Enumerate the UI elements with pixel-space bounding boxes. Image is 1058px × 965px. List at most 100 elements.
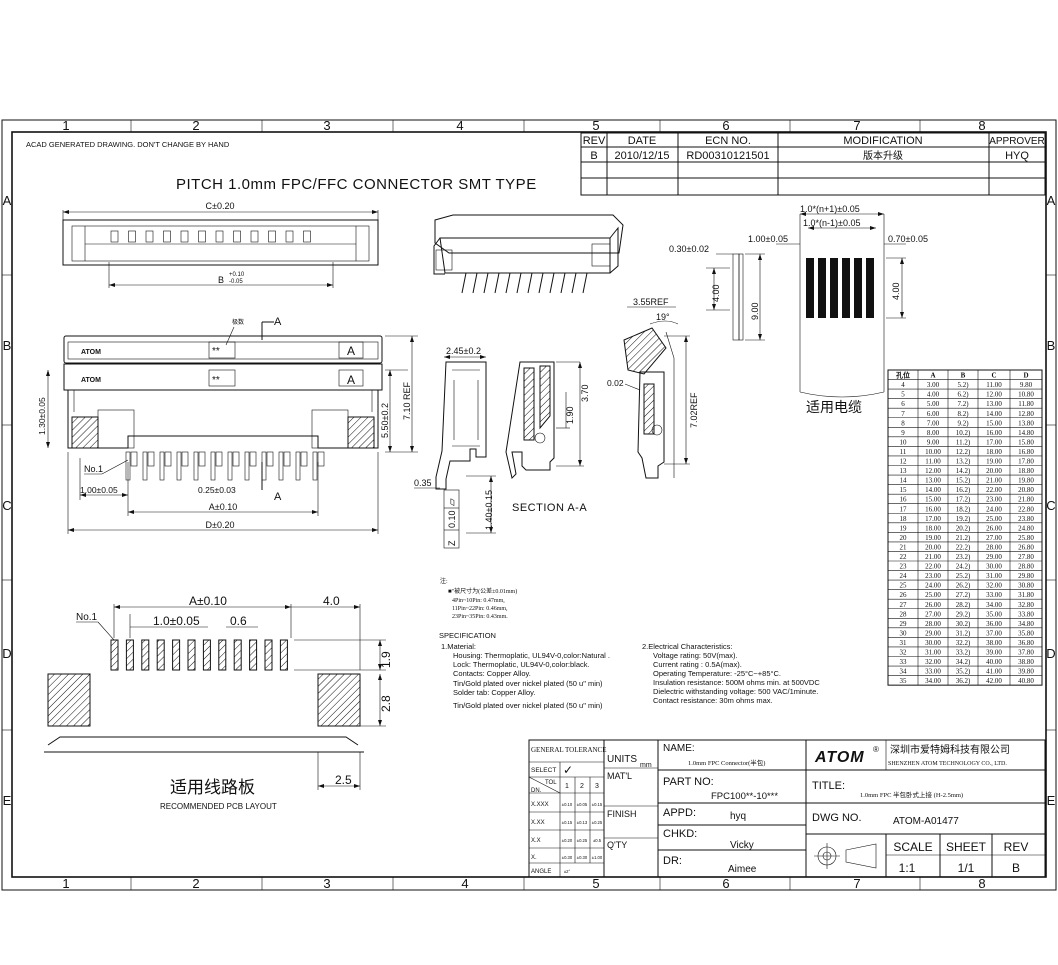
matl-label: MAT'L xyxy=(607,771,632,781)
name-value: 1.0mm FPC Connector(半包) xyxy=(688,758,765,767)
dim-b-tol-upper: +0.10 xyxy=(229,272,245,278)
pin-table-cell: 24.00 xyxy=(925,582,941,590)
chkd-label: CHKD: xyxy=(663,828,697,840)
tol-dn-label: DN. xyxy=(531,788,542,794)
dim-pcb-pitch: 1.0±0.05 xyxy=(153,614,200,628)
front-view-pin-foot xyxy=(181,451,189,467)
front-view-pin xyxy=(295,451,301,481)
pin-table-cell: 25.00 xyxy=(986,515,1002,523)
tol-row-label: ANGLE xyxy=(531,869,551,875)
dim-side-foot: 0.35 xyxy=(414,478,432,488)
pin-table-cell: 6.2) xyxy=(957,391,969,399)
sheet-value: 1/1 xyxy=(958,861,975,875)
pin-table-cell: 26.00 xyxy=(925,601,941,609)
dr-value: Aimee xyxy=(728,864,757,875)
front-view-pin xyxy=(244,451,250,481)
pcb-layout-view: A±0.10 4.0 No.1 1.0±0.05 0.6 1.9 2.8 2.5… xyxy=(44,594,393,811)
tol-row-value: ±0.25 xyxy=(592,820,603,825)
pin-table-cell: 40.80 xyxy=(1018,677,1034,685)
spec-material-3: Contacts: Copper Alloy. xyxy=(453,669,531,678)
pcb-pad xyxy=(187,639,196,671)
zone-bottom-3: 3 xyxy=(323,876,330,891)
front-view-pin xyxy=(278,451,284,481)
pin-table-cell: 13.2) xyxy=(956,458,971,466)
pin-table-cell: 27.80 xyxy=(1018,553,1034,561)
dim-front-v1: 5.50±0.2 xyxy=(380,403,390,438)
tol-row-label: X.XX xyxy=(531,820,545,826)
zone-top-2: 2 xyxy=(192,118,199,133)
zone-left-b: B xyxy=(3,338,12,353)
pin-table-cell: 34.00 xyxy=(986,601,1002,609)
pin-table-cell: 21 xyxy=(900,543,908,551)
tol-select: SELECT xyxy=(531,767,556,774)
pcb-pad xyxy=(125,639,134,671)
tol-title: GENERAL TOLERANCE xyxy=(531,746,607,754)
pin-table-cell: 30.00 xyxy=(925,639,941,647)
tol-row-value: ±0.30 xyxy=(562,855,573,860)
tol-check-icon: ✓ xyxy=(563,763,573,777)
pin-table-cell: 10.00 xyxy=(925,448,941,456)
dim-cable-contact: 4.00 xyxy=(891,282,901,300)
spec-electrical-5: Dielectric withstanding voltage: 500 VAC… xyxy=(653,687,818,696)
pin-table-cell: 20 xyxy=(900,534,908,542)
pin-table-cell: 15.00 xyxy=(925,496,941,504)
pin-table-cell: 11 xyxy=(900,448,907,456)
scale-label: SCALE xyxy=(893,840,932,854)
pin-table-cell: 29.80 xyxy=(1018,572,1034,580)
pin-table-cell: 32.2) xyxy=(956,639,971,647)
tol-col-3: 3 xyxy=(595,783,599,790)
front-view-pin-foot xyxy=(283,451,291,467)
front-view-pin xyxy=(193,451,199,481)
dim-front-pin: 0.25±0.03 xyxy=(198,485,236,495)
iso-view-pin xyxy=(560,272,566,294)
pin-table-cell: 18.2) xyxy=(956,505,971,513)
zone-bottom-2: 2 xyxy=(192,876,199,891)
pcb-pad xyxy=(141,639,150,671)
chkd-value: Vicky xyxy=(730,840,754,851)
rev-header-rev: REV xyxy=(583,135,606,147)
pin-table-cell: 21.00 xyxy=(986,477,1002,485)
pin-table-cell: 24.00 xyxy=(986,505,1002,513)
top-view-pin xyxy=(110,230,119,243)
dim-cable-len2: 4.00 xyxy=(711,284,721,302)
specification: SPECIFICATION 1.Material: Housing: Therm… xyxy=(439,631,820,710)
front-view: ATOM ATOM ** ** A A 极数 A 1.30±0.05 5.50±… xyxy=(37,316,418,534)
zone-top-5: 5 xyxy=(592,118,599,133)
pin-table-cell: 3.00 xyxy=(927,381,940,389)
pin-table-cell: 19.00 xyxy=(986,458,1002,466)
top-view-pin xyxy=(268,230,276,243)
pin-table-cell: 27.00 xyxy=(925,610,941,618)
pcb-label-en: RECOMMENDED PCB LAYOUT xyxy=(160,802,277,811)
stars-1: ** xyxy=(212,346,220,357)
dwg-label: DWG NO. xyxy=(812,812,862,824)
pin-table-cell: 36.2) xyxy=(956,677,971,685)
cable-contact-stripe xyxy=(854,258,862,318)
pin-table-cell: 25.00 xyxy=(925,591,941,599)
front-view-pin xyxy=(261,451,267,481)
pin-table-cell: 28.00 xyxy=(925,620,941,628)
pin-table-cell: 33.2) xyxy=(956,649,971,657)
iso-view-pin xyxy=(505,272,511,294)
pin-table-cell: 31 xyxy=(900,639,908,647)
tol-row-label: X. xyxy=(531,855,537,861)
tol-row-value: ±0.20 xyxy=(562,838,573,843)
zone-left-e: E xyxy=(3,793,12,808)
rev-header-date: DATE xyxy=(628,135,657,147)
dim-cable-right: 0.70±0.05 xyxy=(888,234,928,244)
pin-table-cell: 30.00 xyxy=(986,563,1002,571)
pin-table-cell: 30.80 xyxy=(1018,582,1034,590)
notes: 注: ■"被尺寸为(公差±0.01mm) 4Pin~10Pin: 0.47mm,… xyxy=(440,577,517,620)
pin-table-cell: 24.2) xyxy=(956,563,971,571)
dim-pcb-pad: 0.6 xyxy=(230,614,247,628)
pin-table-cell: 23.2) xyxy=(956,553,971,561)
top-view-pin xyxy=(303,230,311,243)
spec-electrical-6: Contact resistance: 30m ohms max. xyxy=(653,696,773,705)
dim-side-height: 1.40±0.15 xyxy=(484,490,494,530)
drawing-notice: ACAD GENERATED DRAWING. DON'T CHANGE BY … xyxy=(26,140,230,149)
zone-top-7: 7 xyxy=(853,118,860,133)
title-label: TITLE: xyxy=(812,780,845,792)
pin-table-cell: 29.00 xyxy=(925,629,941,637)
tol-row-value: ±0.25 xyxy=(577,838,588,843)
pin-table-cell: 38.80 xyxy=(1018,658,1034,666)
pin-table-cell: 23.00 xyxy=(925,572,941,580)
